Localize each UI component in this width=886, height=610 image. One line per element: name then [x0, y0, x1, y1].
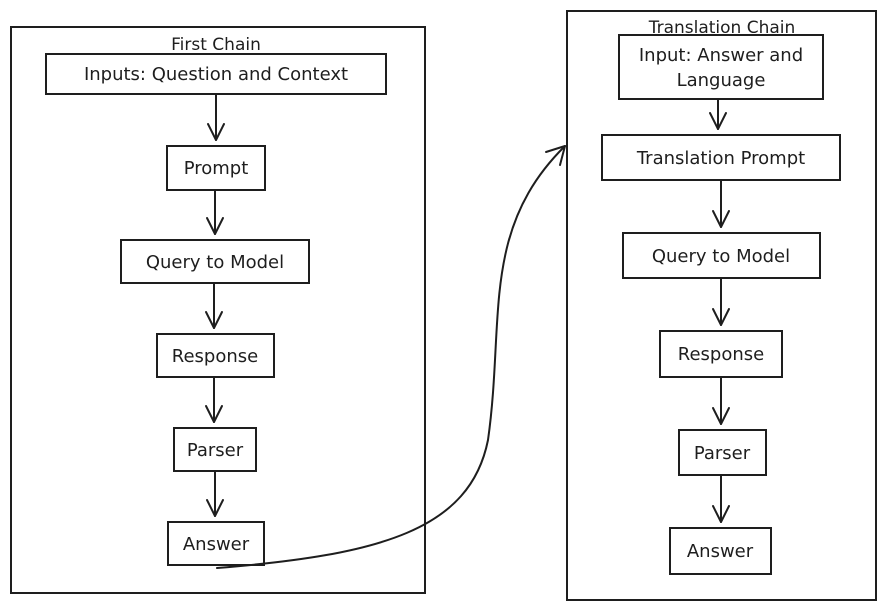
node-label: Response [172, 346, 258, 367]
node-label: Translation Prompt [636, 148, 805, 169]
arrow-input-to-translation-prompt [709, 99, 727, 130]
arrow-prompt-to-query [206, 190, 224, 235]
arrow-inputs-to-prompt [207, 94, 225, 141]
node-label: Response [678, 344, 764, 365]
node-parser: Parser [173, 427, 257, 472]
node-label: Parser [187, 440, 244, 461]
node-query-to-model: Query to Model [120, 239, 310, 284]
arrow-response-to-parser [205, 377, 223, 423]
node-query-to-model-2: Query to Model [622, 232, 821, 279]
node-inputs-question-context: Inputs: Question and Context [45, 53, 387, 95]
node-parser-2: Parser [678, 429, 767, 476]
node-label: Prompt [184, 158, 249, 179]
node-label-line1: Input: Answer and [639, 45, 803, 66]
node-label: Parser [694, 443, 751, 464]
arrow-query-to-response-2 [712, 278, 730, 326]
arrow-translation-prompt-to-query [712, 180, 730, 228]
node-answer-2: Answer [669, 527, 772, 575]
node-label: Answer [183, 534, 250, 555]
node-translation-prompt: Translation Prompt [601, 134, 841, 181]
first-chain-title: First Chain [171, 35, 261, 55]
translation-chain-frame [566, 10, 877, 601]
node-input-answer-language: Input: Answer and Language [618, 34, 824, 100]
translation-chain-title: Translation Chain [648, 18, 796, 38]
node-answer: Answer [167, 521, 265, 566]
first-chain-frame [10, 26, 426, 594]
node-response: Response [156, 333, 275, 378]
arrow-answer-to-translation-chain [216, 145, 566, 569]
node-label: Query to Model [146, 252, 284, 273]
node-prompt: Prompt [166, 145, 266, 191]
arrow-response-to-parser-2 [712, 377, 730, 425]
arrow-query-to-response [205, 283, 223, 329]
node-label: Answer [687, 541, 754, 562]
node-label: Inputs: Question and Context [84, 64, 348, 85]
arrow-parser-to-answer [206, 471, 224, 517]
node-response-2: Response [659, 330, 783, 378]
arrow-parser-to-answer-2 [712, 475, 730, 523]
node-label-line2: Language [677, 70, 766, 91]
node-label: Query to Model [652, 246, 790, 267]
